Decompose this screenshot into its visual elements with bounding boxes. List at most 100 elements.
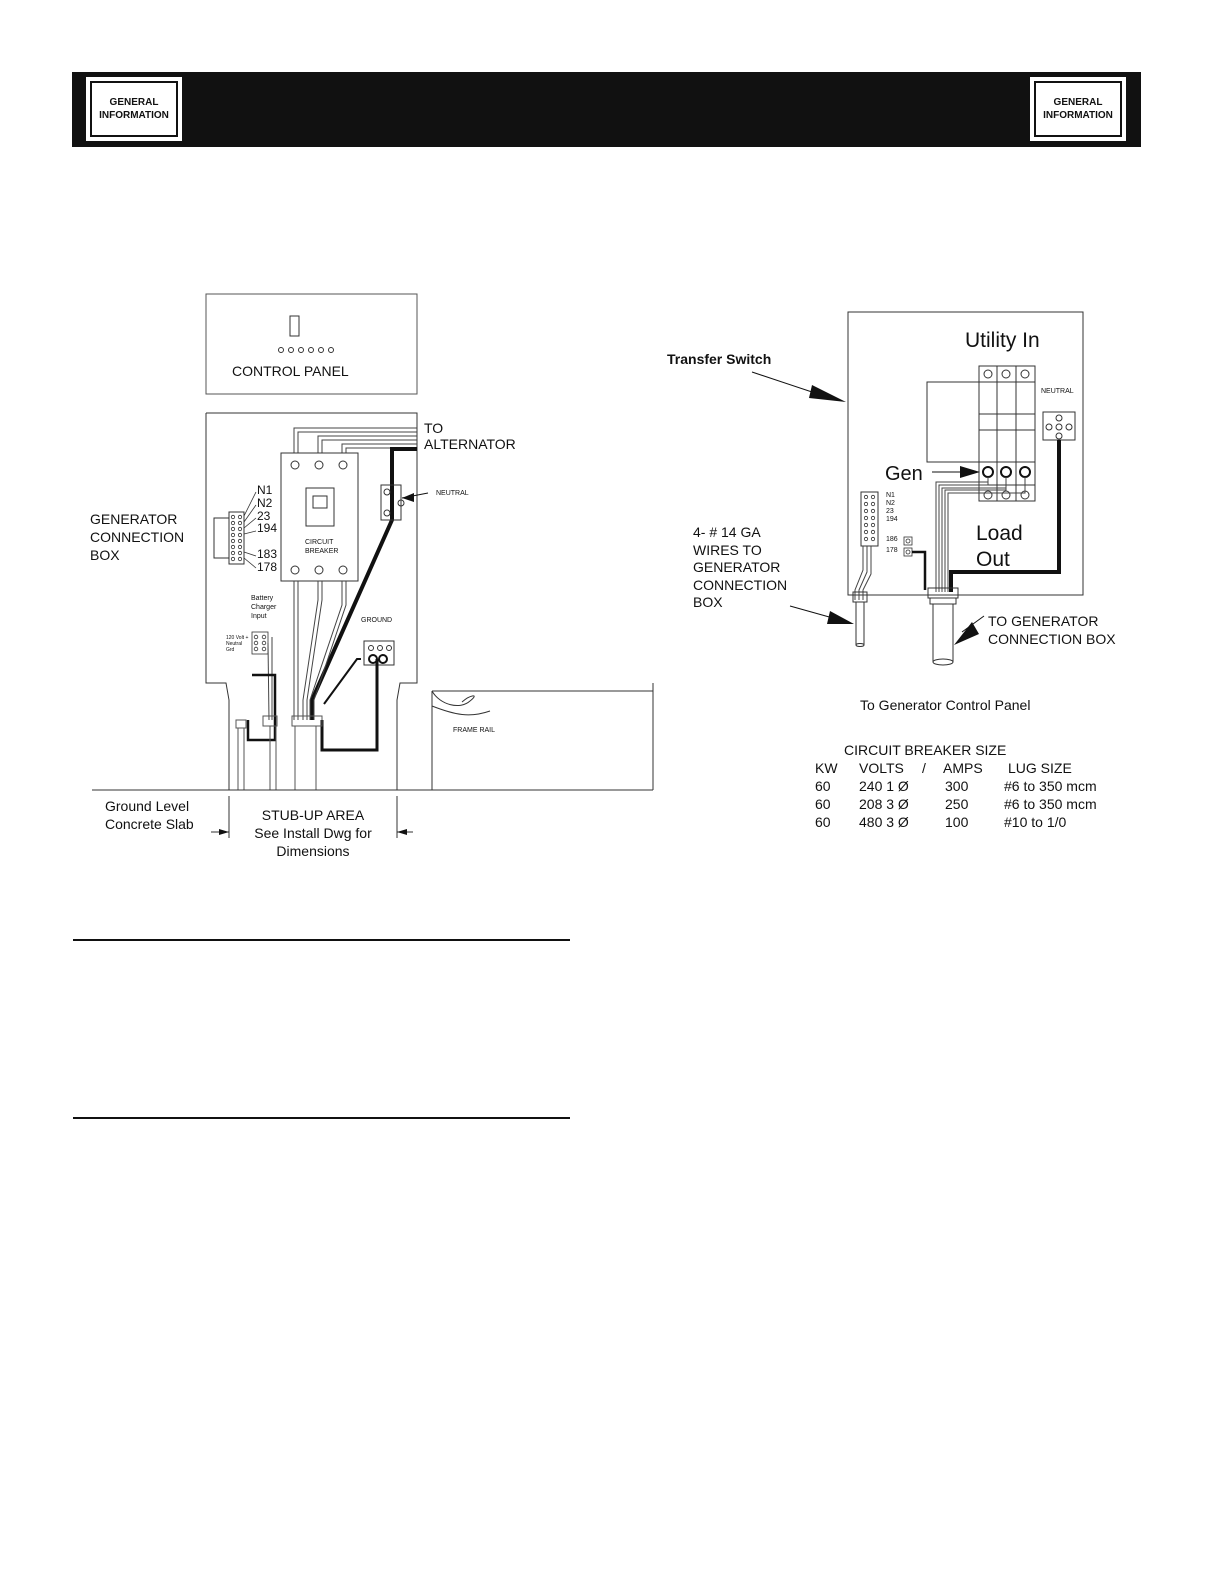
- ground-label: GROUND: [361, 617, 392, 624]
- right-terminal-n1: N1: [886, 492, 895, 499]
- table-header-lug-size: LUG SIZE: [1008, 760, 1072, 776]
- terminal-23: 23: [257, 509, 271, 523]
- table-row: 60 240 1 Ø 300 #6 to 350 mcm: [815, 778, 1097, 794]
- right-conduits: [852, 587, 959, 666]
- ground-level-line2: Concrete Slab: [105, 816, 194, 832]
- breaker-handle-icon: [312, 495, 328, 509]
- table-header-amps: AMPS: [943, 760, 983, 776]
- table-cell-volts: 480 3 Ø: [859, 814, 909, 830]
- gen-label: Gen: [885, 463, 923, 485]
- right-terminal-strip: [860, 491, 879, 547]
- right-terminal-178: 178: [886, 547, 898, 554]
- right-neutral-cable: [949, 440, 1061, 592]
- charger-cable: [246, 673, 277, 742]
- circuit-breaker-label-2: BREAKER: [305, 548, 338, 555]
- battery-charger-line1: Battery: [251, 595, 274, 602]
- breaker-table-title: CIRCUIT BREAKER SIZE: [844, 742, 1006, 758]
- wires-line4: CONNECTION: [693, 577, 787, 593]
- table-cell-kw: 60: [815, 778, 831, 794]
- table-cell-amps: 100: [945, 814, 969, 830]
- to-gen-box-line2: CONNECTION BOX: [988, 631, 1116, 647]
- to-alternator-line1: TO: [424, 420, 443, 436]
- section-divider-top: [73, 939, 570, 941]
- generator-connection-box-line2: CONNECTION: [90, 529, 184, 545]
- table-row: 60 208 3 Ø 250 #6 to 350 mcm: [815, 796, 1097, 812]
- control-panel: CONTROL PANEL: [205, 293, 418, 395]
- wires-arrow-icon: [827, 611, 854, 624]
- transfer-switch-arrow-icon: [809, 385, 846, 402]
- wires-line5: BOX: [693, 594, 723, 610]
- badge-left-line1: GENERAL: [109, 97, 159, 108]
- right-neutral-label: NEUTRAL: [1041, 388, 1074, 395]
- table-row: 60 480 3 Ø 100 #10 to 1/0: [815, 814, 1066, 830]
- neutral-block: [380, 484, 405, 521]
- terminal-n2: N2: [257, 496, 273, 510]
- conduits: [235, 715, 323, 790]
- to-gen-box-line1: TO GENERATOR: [988, 613, 1098, 629]
- table-cell-volts: 208 3 Ø: [859, 796, 909, 812]
- transfer-switch-mechanism: [926, 365, 1036, 502]
- circuit-breaker-label-1: CIRCUIT: [305, 539, 334, 546]
- table-header-kw: KW: [815, 760, 838, 776]
- battery-terminal-line1: 120 Volt +: [226, 635, 248, 641]
- stub-up-line3: Dimensions: [276, 843, 349, 859]
- stub-up-line2: See Install Dwg for: [254, 825, 372, 841]
- to-gen-box-arrow-icon: [954, 622, 979, 645]
- neutral-label: NEUTRAL: [436, 490, 469, 497]
- control-wires: [854, 546, 872, 600]
- table-cell-lug: #6 to 350 mcm: [1004, 796, 1097, 812]
- ground-cable: [320, 659, 379, 752]
- badge-right-line1: GENERAL: [1053, 97, 1103, 108]
- control-switch-icon: [289, 315, 300, 337]
- frame-rail-label: FRAME RAIL: [453, 727, 495, 734]
- battery-terminal-line2: Neutral: [226, 641, 242, 647]
- section-divider-bottom: [73, 1117, 570, 1119]
- wires-line3: GENERATOR: [693, 559, 780, 575]
- load-out-line2: Out: [976, 548, 1010, 571]
- right-terminal-23: 23: [886, 508, 894, 515]
- terminal-178: 178: [257, 560, 277, 574]
- table-cell-amps: 250: [945, 796, 969, 812]
- frame-rail: [431, 683, 654, 790]
- badge-right-line2: INFORMATION: [1043, 110, 1113, 121]
- to-control-panel-label: To Generator Control Panel: [860, 697, 1030, 713]
- battery-terminal-line3: Grd: [226, 647, 235, 653]
- table-cell-kw: 60: [815, 814, 831, 830]
- generator-connection-box-line1: GENERATOR: [90, 511, 177, 527]
- ground-block: [363, 640, 395, 666]
- transfer-switch-label: Transfer Switch: [667, 351, 771, 367]
- breaker-lugs-icon: [290, 460, 348, 575]
- load-wires: [293, 581, 347, 720]
- terminal-183: 183: [257, 547, 277, 561]
- table-cell-lug: #10 to 1/0: [1004, 814, 1066, 830]
- right-neutral-block: [1042, 411, 1076, 441]
- circuit-breaker: CIRCUIT BREAKER: [280, 452, 359, 582]
- table-cell-lug: #6 to 350 mcm: [1004, 778, 1097, 794]
- gen-arrow-icon: [960, 466, 980, 478]
- control-panel-label: CONTROL PANEL: [232, 363, 349, 379]
- gen-lugs: [982, 466, 1031, 478]
- wires-line1: 4- # 14 GA: [693, 524, 761, 540]
- table-header-slash: /: [922, 760, 926, 776]
- battery-charger-line2: Charger: [251, 604, 277, 611]
- ground-level-line1: Ground Level: [105, 798, 189, 814]
- gen-wires: [935, 477, 1026, 592]
- transfer-switch-enclosure: [847, 311, 1084, 596]
- wires-line2: WIRES TO: [693, 542, 762, 558]
- battery-charger-line3: Input: [251, 613, 267, 620]
- breaker-size-table: CIRCUIT BREAKER SIZE KW VOLTS / AMPS LUG…: [815, 742, 1097, 830]
- terminal-n1: N1: [257, 483, 273, 497]
- connection-box-enclosure: [205, 412, 418, 790]
- table-header-volts: VOLTS: [859, 760, 904, 776]
- right-small-terminals: [903, 536, 913, 557]
- right-terminal-186: 186: [886, 536, 898, 543]
- table-cell-amps: 300: [945, 778, 969, 794]
- header-banner: GENERAL INFORMATION GENERAL INFORMATION: [72, 72, 1141, 147]
- load-out-line1: Load: [976, 522, 1023, 545]
- terminal-strip: [213, 491, 257, 569]
- table-cell-volts: 240 1 Ø: [859, 778, 909, 794]
- to-alternator-line2: ALTERNATOR: [424, 436, 516, 452]
- utility-in-label: Utility In: [965, 329, 1040, 352]
